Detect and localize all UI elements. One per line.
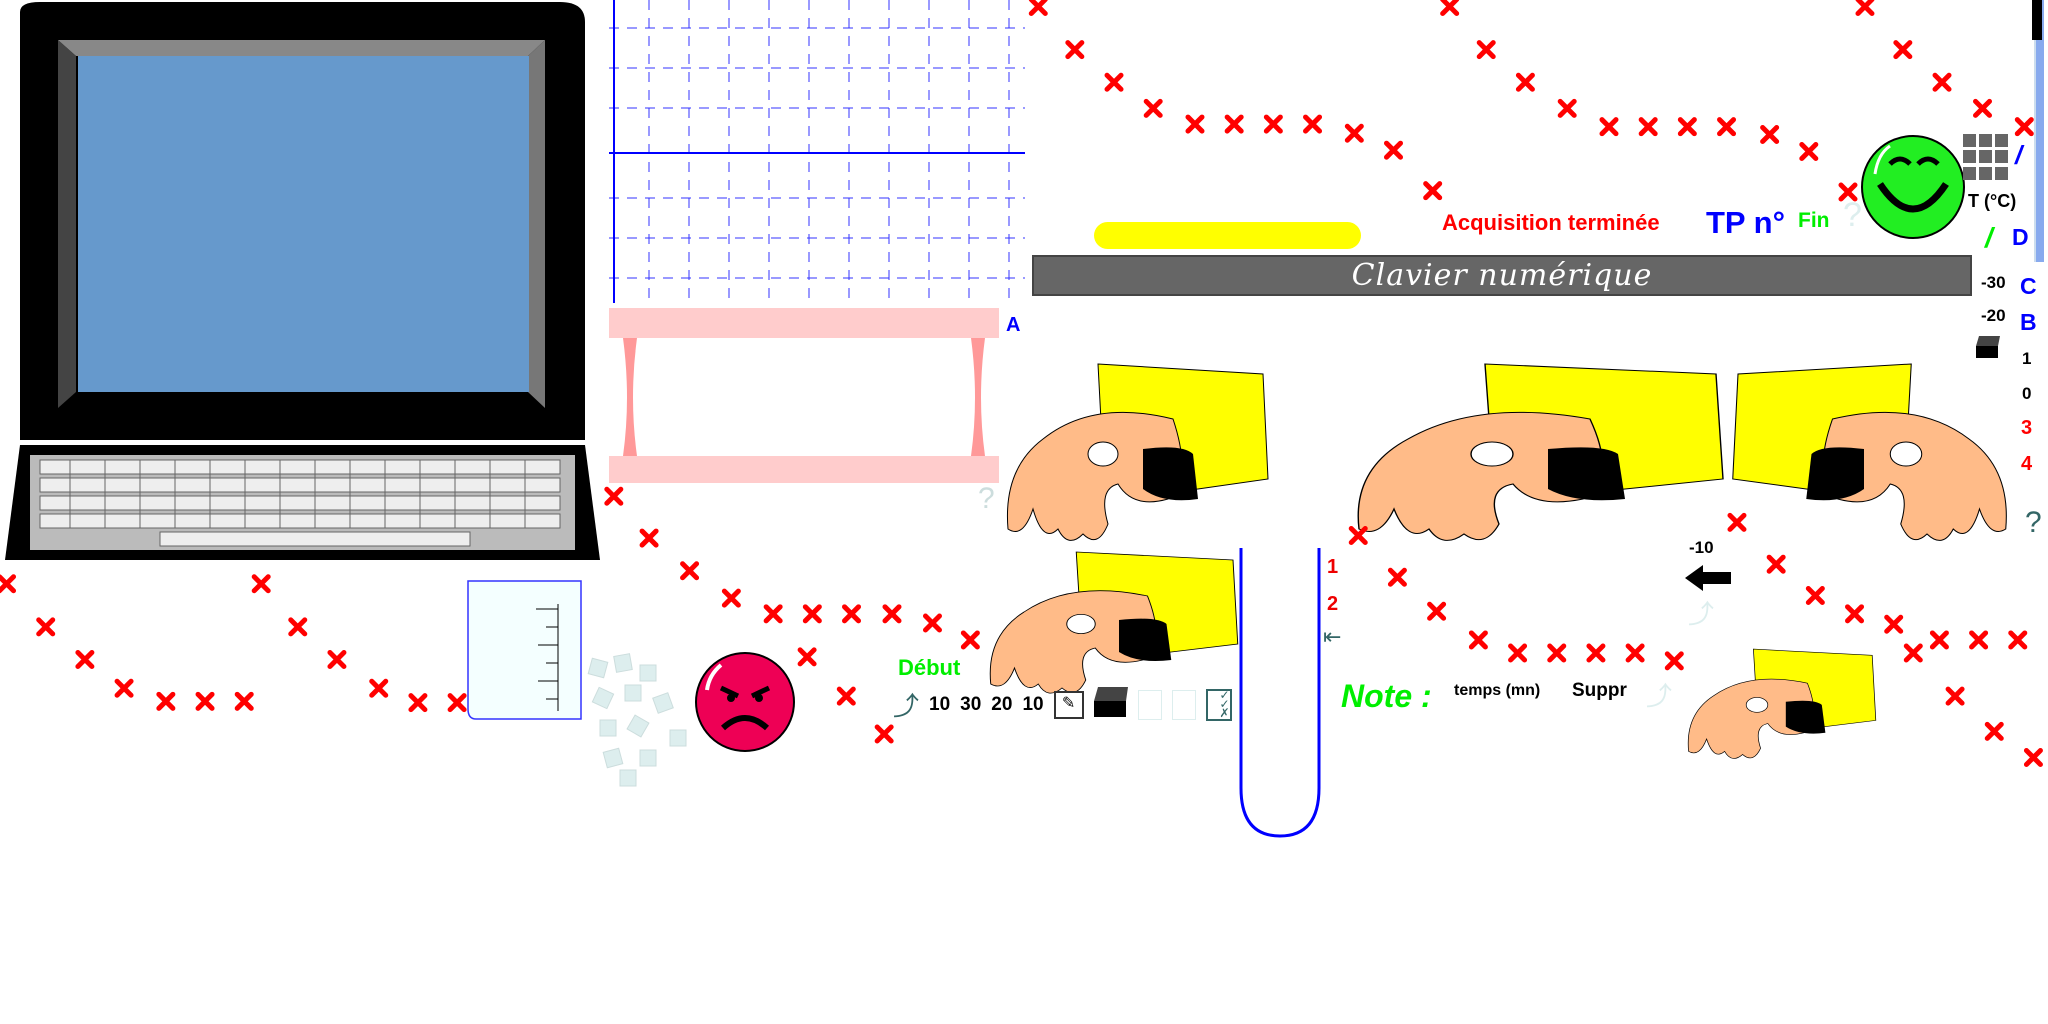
laptop-image — [0, 0, 603, 575]
key-c[interactable]: C — [2020, 273, 2037, 299]
acquisition-status: Acquisition terminée — [1442, 210, 1660, 235]
key-4[interactable]: 4 — [2021, 453, 2033, 475]
tp-number-label: TP n° — [1706, 205, 1785, 240]
value-minus20[interactable]: -20 — [1981, 306, 2006, 325]
hand-middle — [1357, 363, 1724, 542]
value-minus30[interactable]: -30 — [1981, 273, 2006, 292]
tube-label-1[interactable]: 1 — [1327, 556, 1339, 578]
divide-key[interactable]: / — [2015, 140, 2023, 170]
chart-icon[interactable]: ⤴ — [1646, 681, 1673, 711]
pen-icon[interactable]: ✎ — [1053, 690, 1084, 719]
toolbar-value[interactable]: 10 — [1022, 693, 1044, 715]
key-0[interactable]: 0 — [2022, 384, 2032, 403]
exit-icon[interactable]: ⇤ — [1323, 624, 1342, 649]
help-icon[interactable]: ? — [978, 482, 995, 515]
key-b[interactable]: B — [2020, 309, 2037, 335]
u-tube — [1238, 548, 1322, 845]
chart-icon[interactable]: ⤴ — [893, 691, 920, 721]
toolbar-value[interactable]: 10 — [929, 693, 951, 715]
key-1[interactable]: 1 — [2022, 349, 2032, 368]
help-icon[interactable]: ? — [1843, 196, 1862, 234]
scrollbar[interactable] — [2034, 0, 2044, 262]
arrow-value: -10 — [1689, 538, 1714, 557]
graph-label-a: A — [1006, 314, 1021, 336]
help-icon[interactable]: ? — [2025, 506, 2042, 539]
keypad-icon[interactable] — [1963, 134, 2009, 180]
unit-label: T (°C) — [1968, 191, 2017, 211]
happy-smiley-icon — [1860, 134, 1966, 245]
left-arrow-icon[interactable] — [1685, 565, 1731, 596]
list-icon[interactable] — [1137, 689, 1162, 720]
dice-scatter — [585, 650, 695, 795]
toolbar-value[interactable]: 30 — [960, 693, 982, 715]
toolbar: ⤴ 10 30 20 10 ✎ ✓✓✗ — [893, 686, 1232, 723]
scrollbar-thumb[interactable] — [2032, 0, 2042, 40]
hand-small — [1687, 648, 1877, 759]
note-label: Note : — [1341, 678, 1432, 714]
time-unit-label: temps (mn) — [1454, 682, 1541, 699]
tube-label-2[interactable]: 2 — [1327, 593, 1339, 615]
delete-button[interactable]: Suppr — [1572, 680, 1627, 701]
checklist-icon[interactable]: ✓✓✗ — [1205, 688, 1232, 721]
numeric-keyboard-bar[interactable]: Clavier numérique — [1032, 255, 1972, 296]
toolbar-value[interactable]: 20 — [991, 693, 1013, 715]
list-icon[interactable] — [1171, 689, 1196, 720]
slash-key[interactable]: / — [1985, 222, 1993, 253]
progress-bar — [1094, 222, 1361, 249]
hand-lower — [989, 551, 1239, 694]
start-button[interactable]: Début — [898, 655, 961, 680]
hand-right — [1732, 363, 2007, 541]
eraser-icon[interactable] — [1093, 687, 1128, 722]
hand-left — [1006, 363, 1269, 541]
pink-frame — [609, 308, 999, 483]
eraser-icon[interactable] — [1976, 336, 2000, 363]
chart-icon[interactable]: ⤴ — [1688, 599, 1715, 629]
angry-smiley-icon — [693, 650, 797, 759]
graph-grid[interactable] — [609, 0, 1025, 303]
beaker-icon — [466, 579, 584, 729]
fin-button[interactable]: Fin — [1798, 209, 1830, 232]
key-d[interactable]: D — [2012, 224, 2029, 250]
laptop-screen — [78, 56, 529, 392]
key-3[interactable]: 3 — [2021, 417, 2033, 439]
